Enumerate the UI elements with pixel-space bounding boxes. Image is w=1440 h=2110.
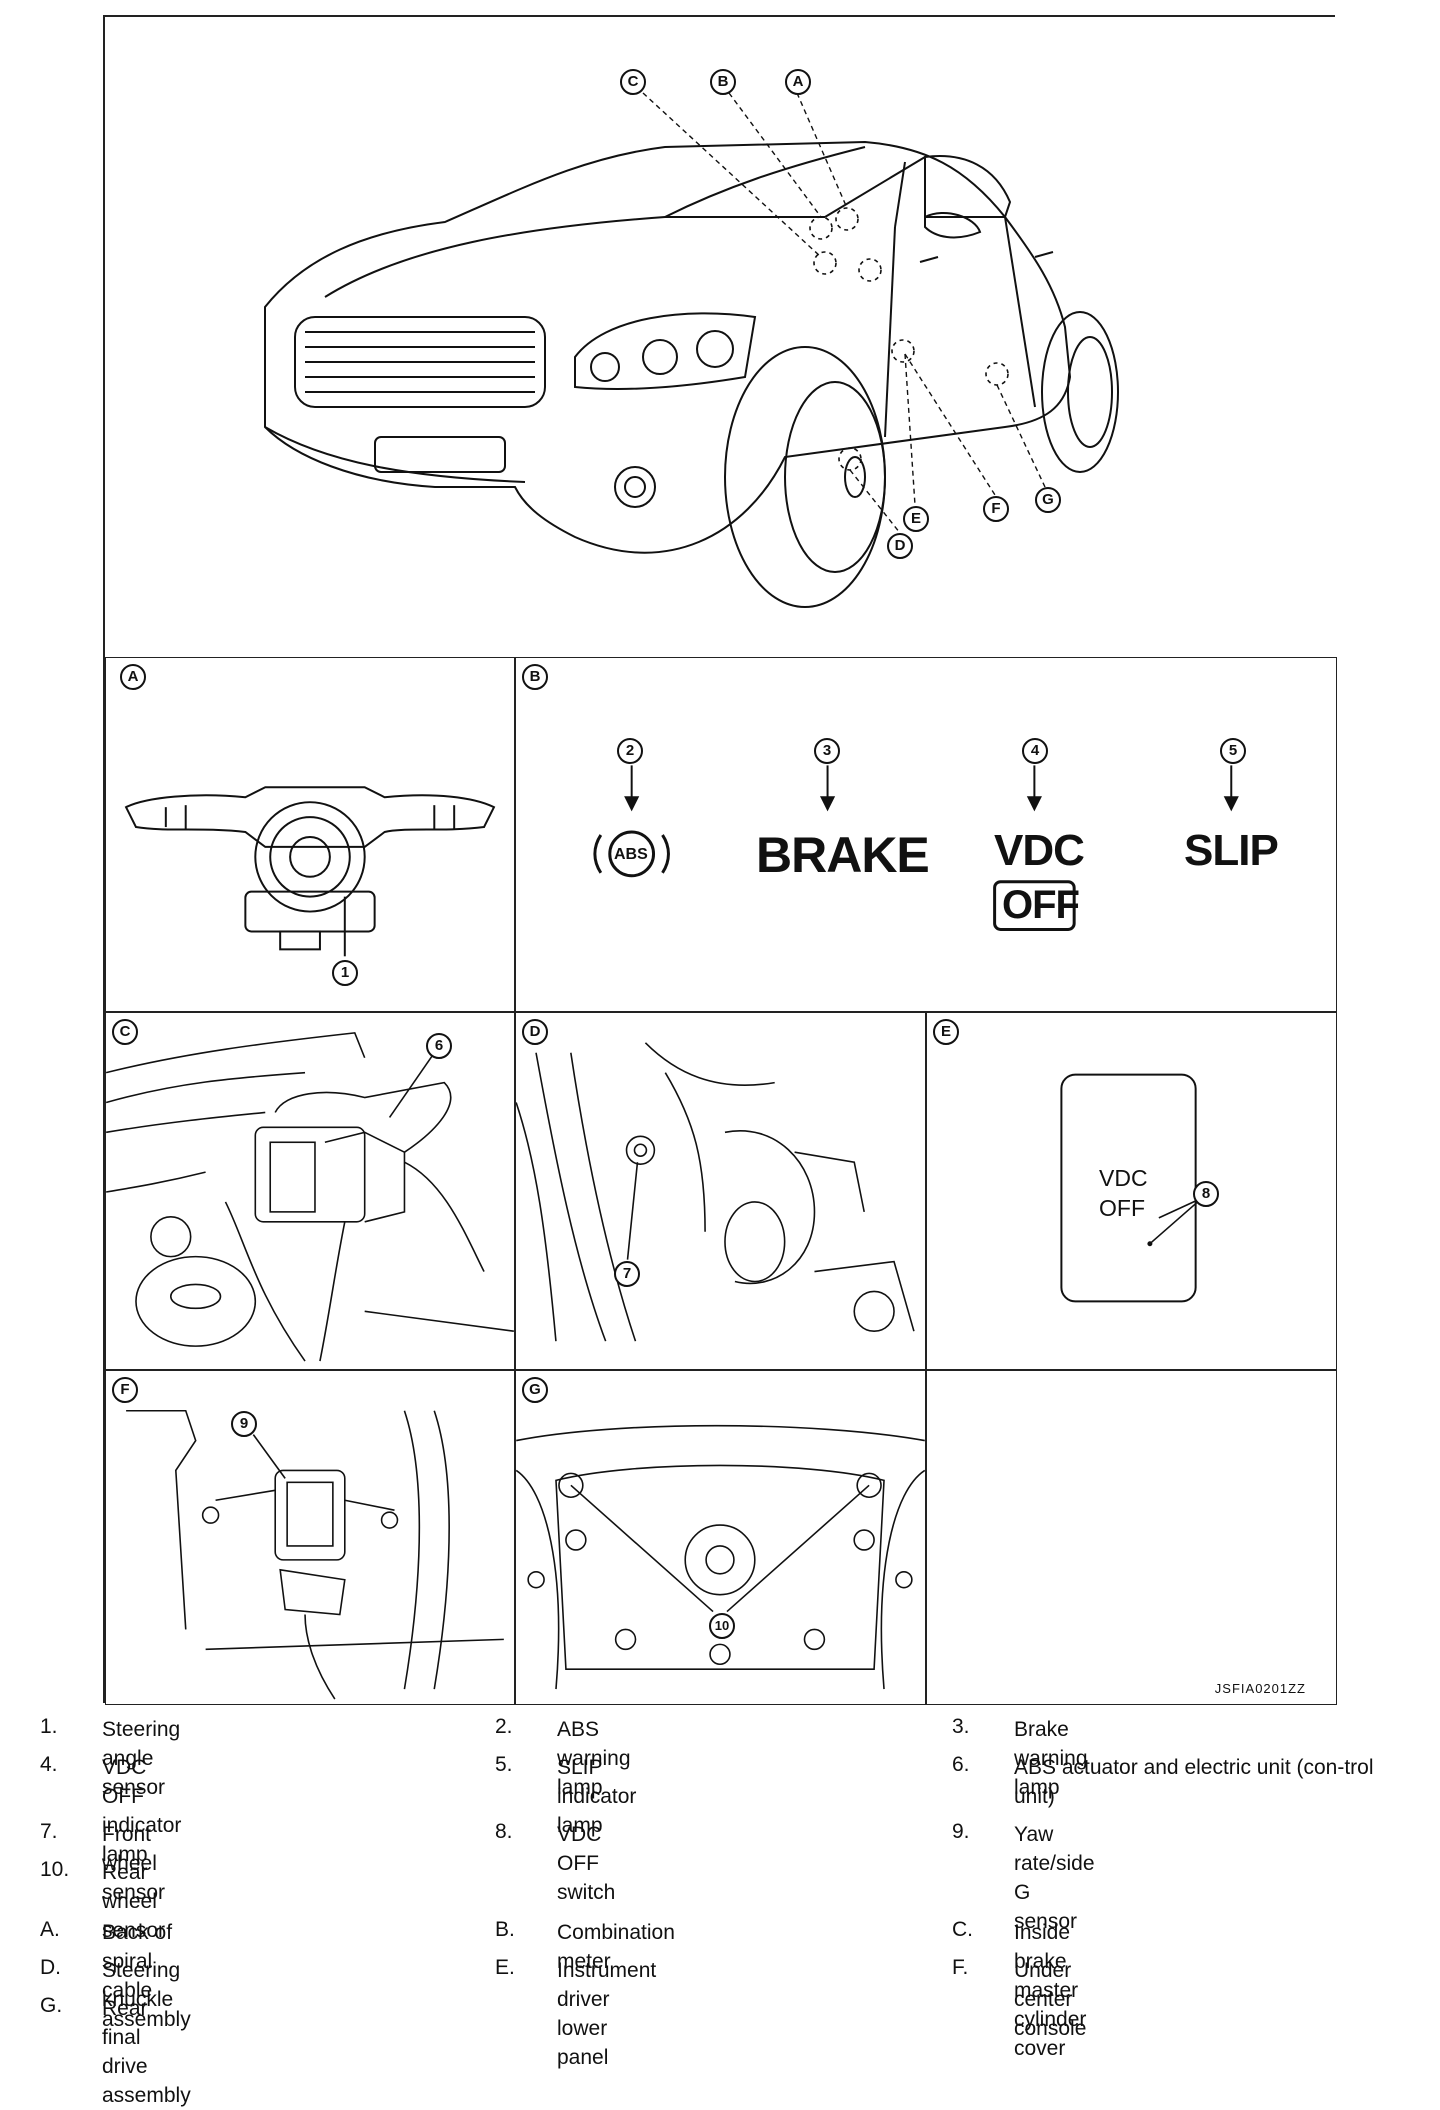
legend-text: SLIP indicator lamp <box>557 1756 637 1837</box>
legend-num: 3. <box>952 1715 970 1738</box>
legend-num: 10. <box>40 1858 70 1881</box>
panel-g-rear-final-drive: G 10 <box>515 1370 926 1705</box>
legend-text: ABS warning lamp <box>557 1718 631 1799</box>
diagram-frame: C B A E F G D A 1 <box>103 15 1337 1705</box>
callout-e: E <box>903 506 929 532</box>
legend-num: G. <box>40 1994 63 2017</box>
callout-9: 9 <box>231 1411 257 1437</box>
vdc-switch-label-line2: OFF <box>1099 1195 1145 1221</box>
legend-num: 5. <box>495 1753 513 1776</box>
callout-d-panel: D <box>522 1019 548 1045</box>
abs-warning-lamp: ABS <box>614 846 648 863</box>
callout-4: 4 <box>1022 738 1048 764</box>
car-illustration <box>264 92 1119 608</box>
legend-num: A. <box>40 1918 60 1941</box>
legend-row: 10. Rear wheel sensor <box>40 1858 1420 1942</box>
document-code: JSFIA0201ZZ <box>1214 1681 1306 1696</box>
legend-row: 1. Steering angle sensor 2. ABS warning la… <box>40 1715 1420 1799</box>
callout-a: A <box>785 69 811 95</box>
legend-num: 2. <box>495 1715 513 1738</box>
callout-g-panel: G <box>522 1377 548 1403</box>
legend-text: VDC OFF indicator lamp <box>102 1756 182 1866</box>
legend-text: Rear wheel sensor <box>102 1861 166 1942</box>
off-indicator-lamp: OFF <box>1002 883 1080 927</box>
callout-6: 6 <box>426 1033 452 1059</box>
callout-d: D <box>887 533 913 559</box>
callout-1: 1 <box>332 960 358 986</box>
car-overview-panel: C B A E F G D <box>105 17 1337 657</box>
callout-c: C <box>620 69 646 95</box>
legend-num: 1. <box>40 1715 58 1738</box>
callout-a-panel: A <box>120 664 146 690</box>
callout-f: F <box>983 496 1009 522</box>
callout-7: 7 <box>614 1261 640 1287</box>
vdc-indicator-lamp: VDC <box>994 826 1085 875</box>
legend-text: VDC OFF switch <box>557 1823 616 1904</box>
callout-5: 5 <box>1220 738 1246 764</box>
callout-2: 2 <box>617 738 643 764</box>
panel-e-instrument-lower-panel: E VDC OFF 8 <box>926 1012 1337 1370</box>
legend-text: ABS actuator and electric unit (con-trol… <box>1014 1756 1374 1808</box>
yaw-rate-sensor-illustration <box>126 1409 504 1700</box>
brake-warning-lamp: BRAKE <box>756 827 930 883</box>
spiral-cable-illustration <box>124 786 496 957</box>
steering-knuckle-illustration <box>516 1042 915 1342</box>
legend-num: 7. <box>40 1820 58 1843</box>
legend-text: Combination meter <box>557 1921 675 1973</box>
slip-indicator-lamp: SLIP <box>1184 826 1279 875</box>
callout-3: 3 <box>814 738 840 764</box>
panel-b-combination-meter: B 2 3 4 5 ABS BRAKE VDC OFF SLIP <box>515 657 1337 1012</box>
legend-row: 7. Front wheel sensor 8. VDC OFF switch 9.… <box>40 1820 1420 1933</box>
legend-num: B. <box>495 1918 515 1941</box>
legend-num: 9. <box>952 1820 970 1843</box>
legend-row: A.Back of spiral cable assembly B.Combin… <box>40 1918 1420 2060</box>
callout-b: B <box>710 69 736 95</box>
abs-actuator-illustration <box>106 1032 514 1362</box>
legend-num: E. <box>495 1956 515 1979</box>
legend-text: Yaw rate/side G sensor <box>1014 1823 1095 1933</box>
legend-text: Front wheel sensor <box>102 1823 166 1904</box>
legend-num: D. <box>40 1956 61 1979</box>
callout-8: 8 <box>1193 1181 1219 1207</box>
callout-f-panel: F <box>112 1377 138 1403</box>
panel-c-abs-actuator: C 6 <box>105 1012 515 1370</box>
panel-empty: JSFIA0201ZZ <box>926 1370 1337 1705</box>
legend-text: Rear final drive assembly <box>102 1997 191 2107</box>
panel-d-steering-knuckle: D 7 <box>515 1012 926 1370</box>
legend-row: 4. VDC OFF indicator lamp 5. SLIP indicato… <box>40 1753 1420 1866</box>
panel-a-spiral-cable: A 1 <box>105 657 515 1012</box>
vdc-switch-label-line1: VDC <box>1099 1165 1148 1191</box>
legend-num: 8. <box>495 1820 513 1843</box>
legend-spacer <box>40 1896 1420 1918</box>
meter-arrows <box>593 765 1239 931</box>
legend: 1. Steering angle sensor 2. ABS warning la… <box>40 1715 1420 2107</box>
legend-text: Brake warning lamp <box>1014 1718 1088 1799</box>
callout-10: 10 <box>709 1613 735 1639</box>
legend-text: Steering angle sensor <box>102 1718 181 1799</box>
callout-c-panel: C <box>112 1019 138 1045</box>
callout-e-panel: E <box>933 1019 959 1045</box>
legend-num: C. <box>952 1918 973 1941</box>
legend-row: D.Steering knuckle E.Instrument driver l… <box>40 1956 1420 2069</box>
callout-g: G <box>1035 487 1061 513</box>
legend-text: Steering knuckle <box>102 1959 181 2011</box>
legend-num: F. <box>952 1956 969 1979</box>
panel-f-center-console: F 9 <box>105 1370 515 1705</box>
rear-final-drive-illustration <box>516 1424 925 1690</box>
legend-num: 6. <box>952 1753 970 1776</box>
legend-num: 4. <box>40 1753 58 1776</box>
callout-b-panel: B <box>522 664 548 690</box>
legend-row: G. Rear final drive assembly <box>40 1994 1420 2107</box>
